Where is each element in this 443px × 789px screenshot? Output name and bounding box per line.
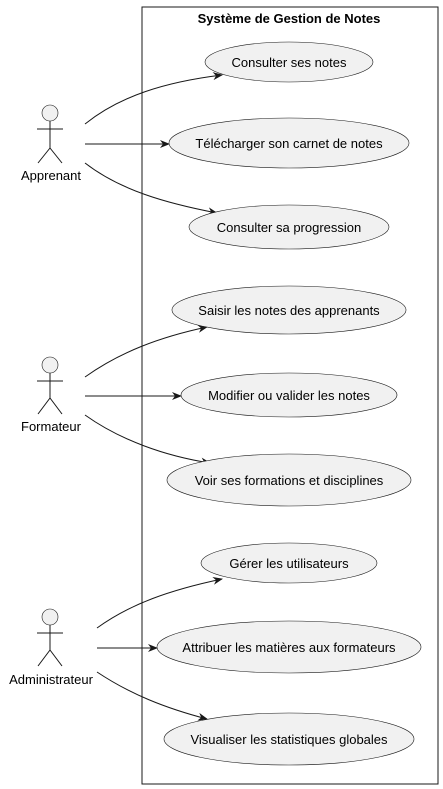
actor-administrateur: Administrateur — [9, 608, 94, 687]
use-case-visualiser-statistiques[interactable]: Visualiser les statistiques globales — [163, 712, 415, 766]
association-line — [84, 324, 208, 378]
use-case-label: Voir ses formations et disciplines — [195, 473, 384, 488]
use-case-consulter-progression[interactable]: Consulter sa progression — [188, 204, 390, 250]
use-case-label: Saisir les notes des apprenants — [198, 303, 380, 318]
actor-apprenant: Apprenant — [21, 104, 81, 183]
association-line — [96, 576, 223, 629]
use-case-label: Gérer les utilisateurs — [229, 556, 349, 571]
use-case-gerer-utilisateurs[interactable]: Gérer les utilisateurs — [200, 542, 378, 584]
actor-label-administrateur: Administrateur — [9, 672, 93, 687]
use-case-label: Modifier ou valider les notes — [208, 388, 370, 403]
use-case-consulter-ses-notes[interactable]: Consulter ses notes — [204, 41, 374, 83]
use-case-saisir-notes[interactable]: Saisir les notes des apprenants — [171, 285, 407, 335]
actor-label-apprenant: Apprenant — [21, 168, 81, 183]
association-line — [84, 72, 223, 125]
association-line — [84, 162, 218, 216]
use-case-label: Visualiser les statistiques globales — [190, 732, 388, 747]
actor-formateur: Formateur — [21, 356, 82, 434]
use-case-label: Consulter sa progression — [217, 220, 362, 235]
use-case-label: Télécharger son carnet de notes — [195, 136, 383, 151]
system-title: Système de Gestion de Notes — [198, 11, 381, 26]
use-case-modifier-valider-notes[interactable]: Modifier ou valider les notes — [180, 372, 398, 418]
use-case-label: Consulter ses notes — [232, 55, 347, 70]
actor-label-formateur: Formateur — [21, 419, 82, 434]
association-line — [96, 671, 208, 721]
use-case-label: Attribuer les matières aux formateurs — [182, 640, 396, 655]
use-case-telecharger-carnet[interactable]: Télécharger son carnet de notes — [168, 117, 410, 169]
association-line — [84, 414, 211, 466]
use-case-attribuer-matieres[interactable]: Attribuer les matières aux formateurs — [156, 620, 422, 674]
use-case-voir-formations[interactable]: Voir ses formations et disciplines — [166, 453, 412, 507]
